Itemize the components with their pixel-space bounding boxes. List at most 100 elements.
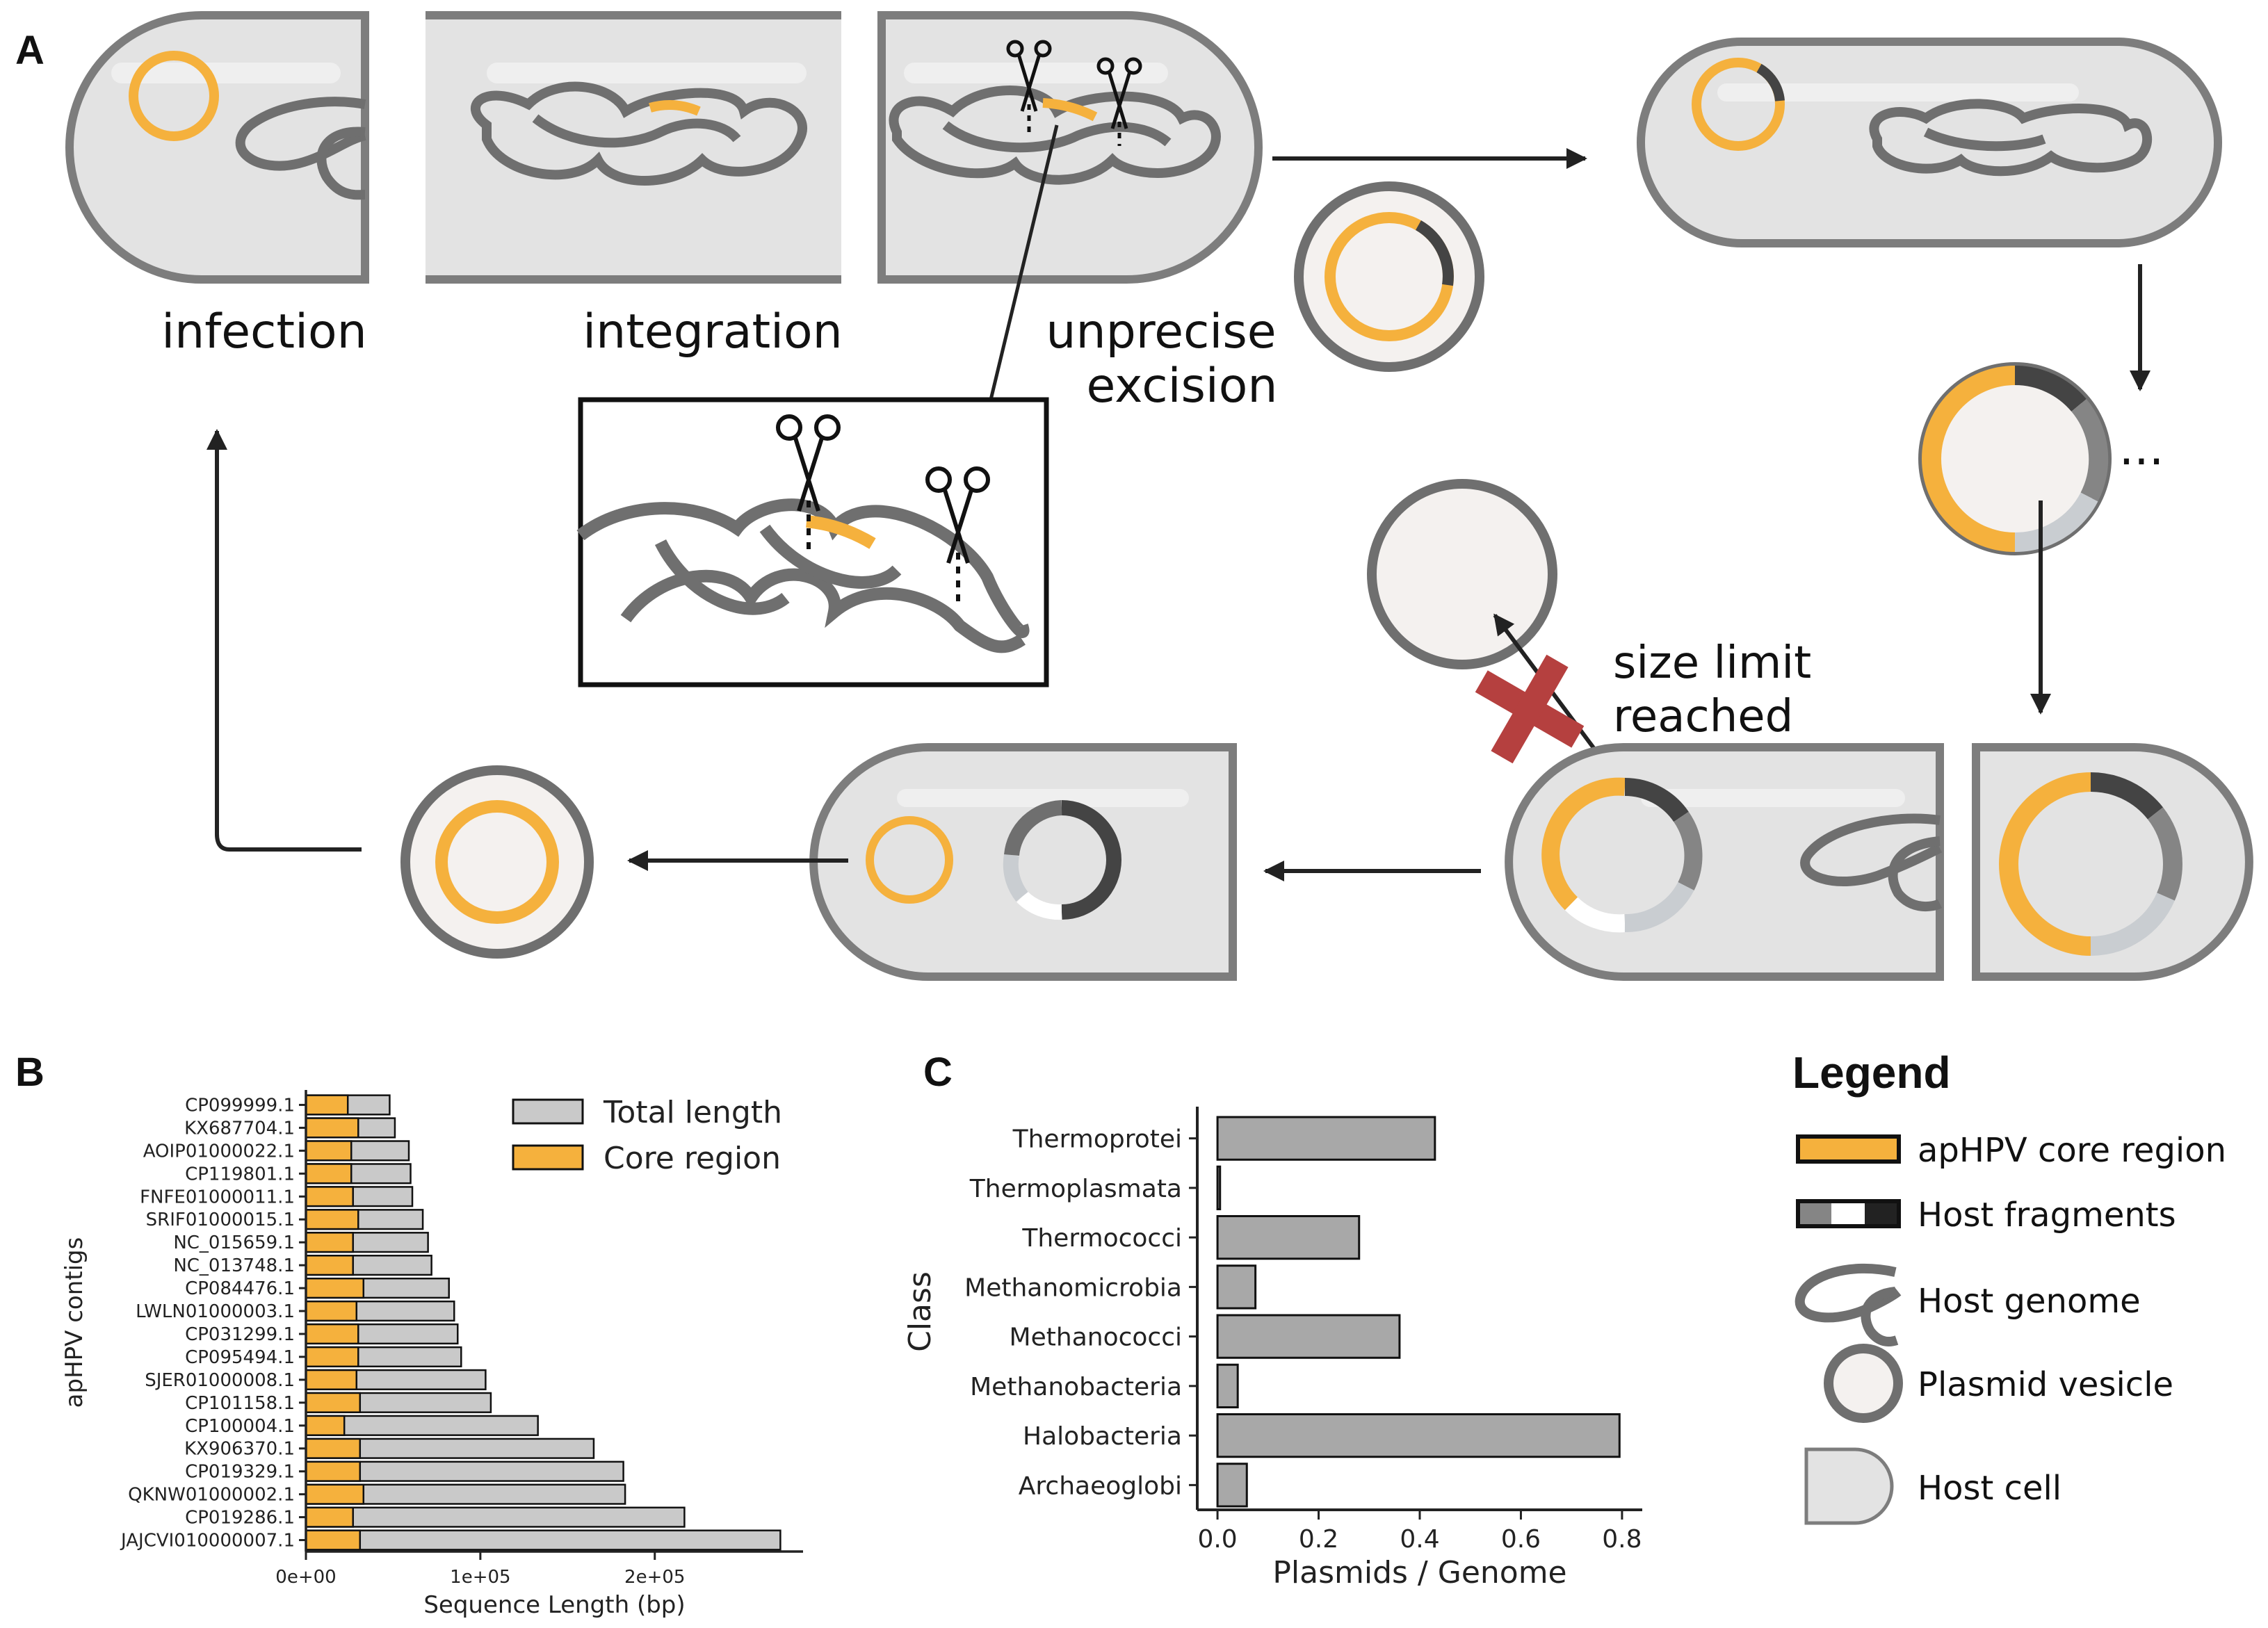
bar-total-length	[305, 1529, 781, 1551]
y-tick-label: CP101158.1	[185, 1393, 295, 1414]
y-tick-label: CP119801.1	[185, 1164, 295, 1185]
legend-title: Legend	[1792, 1048, 1951, 1098]
bar-total-length	[305, 1506, 686, 1528]
y-tick-label: NC_013748.1	[173, 1255, 295, 1276]
panel-a: A	[15, 11, 2253, 981]
scissors-icon	[1096, 57, 1142, 146]
scissors-icon	[1006, 40, 1052, 132]
plasmid-vesicle	[1294, 181, 1484, 372]
y-tick-label: CP031299.1	[185, 1324, 295, 1345]
legend-swatch-total	[512, 1098, 584, 1125]
integrated-core-segment	[649, 100, 701, 116]
legend-label-genome: Host genome	[1918, 1282, 2141, 1321]
host-genome	[1869, 99, 2152, 177]
integrated-core-segment	[806, 515, 876, 549]
y-tick-label: CP019329.1	[185, 1462, 295, 1483]
bar-core-region	[305, 1483, 365, 1505]
legend: Legend apHPV core region Host fragments …	[1792, 1048, 2226, 1525]
cell-slice-infection	[65, 11, 369, 284]
step-label-integration: integration	[583, 304, 843, 359]
bar-core-region	[305, 1529, 362, 1551]
arrow-cycle-back	[206, 429, 362, 852]
excision-zoom-inset	[576, 124, 1059, 687]
y-tick-label: FNFE01000011.1	[140, 1187, 295, 1207]
panel-c-letter: C	[923, 1050, 953, 1095]
y-tick-label: AOIP01000022.1	[143, 1141, 295, 1162]
legend-label-core: Core region	[604, 1141, 781, 1176]
chart-c: ThermoproteiThermoplasmataThermococciMet…	[902, 1107, 1642, 1590]
bar	[1216, 1314, 1401, 1359]
bar-core-region	[305, 1140, 353, 1162]
legend-label-cell: Host cell	[1918, 1469, 2062, 1508]
legend-swatch-core	[512, 1144, 584, 1171]
bar	[1216, 1363, 1239, 1409]
panel-a-letter: A	[15, 28, 44, 73]
chart-b: CP099999.1KX687704.1AOIP01000022.1CP1198…	[60, 1090, 803, 1619]
bar-core-region	[305, 1506, 354, 1528]
bar-core-region	[305, 1369, 358, 1390]
panel-b: B CP099999.1KX687704.1AOIP01000022.1CP11…	[15, 1050, 803, 1619]
legend-swatch-vesicle	[1824, 1344, 1903, 1423]
bar-core-region	[305, 1346, 359, 1368]
y-tick-label: SJER01000008.1	[145, 1370, 295, 1391]
legend-label-total: Total length	[603, 1095, 782, 1130]
bar	[1216, 1413, 1621, 1458]
bar-core-region	[305, 1232, 354, 1253]
bar	[1216, 1463, 1248, 1508]
x-tick-label: 0.8	[1602, 1525, 1642, 1554]
bar-core-region	[305, 1117, 359, 1139]
host-cell-bottom-middle	[809, 743, 1237, 981]
plasmid-ring-fragments	[1541, 777, 1703, 933]
bar-core-region	[305, 1277, 365, 1299]
bar-core-region	[305, 1415, 346, 1436]
y-tick-label: Methanomicrobia	[964, 1273, 1182, 1302]
plasmid-ring-core	[129, 51, 219, 141]
x-axis-title: Sequence Length (bp)	[423, 1591, 685, 1619]
y-tick-label: KX687704.1	[184, 1118, 295, 1139]
y-tick-label: QKNW01000002.1	[128, 1485, 295, 1506]
cross-icon	[1475, 654, 1585, 764]
size-limit-label-1: size limit	[1613, 637, 1811, 689]
bar-core-region	[305, 1255, 354, 1276]
bar-core-region	[305, 1392, 362, 1413]
host-cell-bottom-right	[1505, 743, 2253, 981]
host-genome	[1800, 813, 1943, 912]
cell-slice-excision	[877, 11, 1263, 284]
y-tick-label: KX906370.1	[184, 1439, 295, 1460]
bar	[1216, 1116, 1436, 1161]
scissors-icon	[776, 414, 841, 549]
plasmid-vesicle-empty	[1367, 479, 1557, 669]
scissors-icon	[925, 466, 990, 605]
step-label-infection: infection	[161, 304, 366, 359]
host-cell-top-left	[65, 11, 1263, 284]
bar-core-region	[305, 1186, 354, 1207]
plasmid-vesicle	[1918, 362, 2112, 555]
step-label-excision-1: unprecise	[1046, 304, 1276, 359]
bar	[1216, 1165, 1222, 1211]
continuation-ellipsis: ...	[2119, 421, 2164, 476]
step-label-excision-2: excision	[1087, 359, 1278, 414]
bar-core-region	[305, 1323, 359, 1345]
legend-swatch-genome	[1795, 1263, 1902, 1347]
x-tick-label: 0.0	[1197, 1525, 1237, 1554]
bar-core-region	[305, 1300, 358, 1322]
legend-label-vesicle: Plasmid vesicle	[1918, 1365, 2173, 1404]
bar	[1216, 1264, 1257, 1310]
legend-swatch-fragments	[1796, 1199, 1901, 1228]
y-tick-label: Methanobacteria	[970, 1373, 1182, 1401]
y-tick-label: CP019286.1	[185, 1508, 295, 1529]
y-tick-label: Halobacteria	[1023, 1422, 1182, 1451]
y-axis-title: apHPV contigs	[60, 1237, 88, 1408]
legend-label-core: apHPV core region	[1918, 1131, 2226, 1170]
x-tick-label: 1e+05	[450, 1567, 510, 1588]
legend-swatch-cell	[1804, 1447, 1894, 1525]
bar	[1216, 1214, 1361, 1260]
bar-core-region	[305, 1438, 362, 1459]
legend-swatch-core	[1796, 1134, 1901, 1164]
host-cell-top-right	[1637, 38, 2222, 247]
host-genome	[235, 97, 366, 200]
x-tick-label: 0.2	[1299, 1525, 1338, 1554]
y-tick-label: SRIF01000015.1	[146, 1210, 295, 1230]
y-tick-label: Thermoplasmata	[969, 1175, 1182, 1203]
bar-core-region	[305, 1460, 362, 1482]
